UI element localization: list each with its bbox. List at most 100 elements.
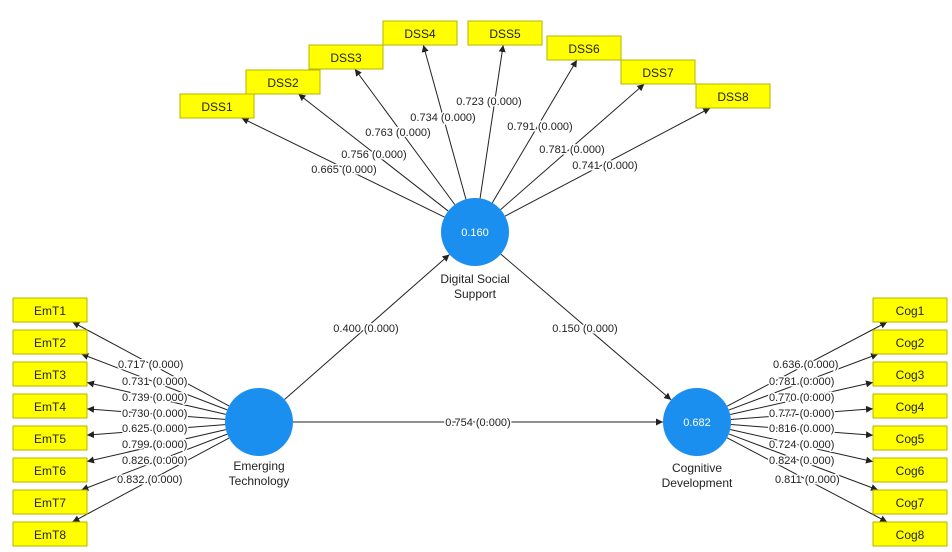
indicator-box-emt7[interactable]: EmT7: [12, 489, 88, 515]
indicator-box-dss3[interactable]: DSS3: [308, 44, 384, 70]
indicator-label: EmT4: [34, 400, 66, 414]
latent-name: Emerging: [233, 459, 284, 473]
indicator-label: DSS7: [642, 66, 674, 80]
indicator-box-cog1[interactable]: Cog1: [872, 297, 948, 323]
loading-edge-dss8: [504, 107, 711, 217]
latent-name: Cognitive: [672, 461, 722, 475]
loading-edge-cog5: [730, 424, 874, 439]
indicator-label: DSS1: [201, 100, 233, 114]
indicator-label: Cog8: [896, 528, 925, 542]
indicator-box-dss4[interactable]: DSS4: [382, 20, 458, 46]
loading-value: 0.717 (0.000): [118, 359, 183, 371]
loading-edge-cog6: [730, 428, 874, 464]
loading-value: 0.824 (0.000): [769, 455, 834, 467]
latent-circle[interactable]: [225, 388, 293, 456]
indicator-box-emt3[interactable]: EmT3: [12, 361, 88, 387]
loading-edge-emt8: [72, 437, 230, 523]
indicator-label: EmT8: [34, 528, 66, 542]
indicator-label: DSS3: [330, 51, 362, 65]
loading-value: 0.665 (0.000): [311, 164, 376, 176]
loading-value: 0.734 (0.000): [410, 112, 475, 124]
loading-edge-dss4: [421, 44, 467, 200]
indicator-box-dss8[interactable]: DSS8: [695, 83, 771, 109]
indicator-box-emt8[interactable]: EmT8: [12, 521, 88, 547]
indicator-label: DSS4: [404, 27, 436, 41]
loading-edge-emt7: [81, 433, 228, 491]
r-squared-value: 0.682: [683, 417, 711, 429]
loading-value: 0.739 (0.000): [122, 392, 187, 404]
indicator-label: Cog4: [896, 400, 925, 414]
indicator-box-dss1[interactable]: DSS1: [179, 93, 255, 119]
loading-edge-dss2: [298, 93, 449, 212]
latent-name: Digital Social: [440, 272, 509, 286]
indicator-label: Cog5: [896, 432, 925, 446]
indicator-box-dss2[interactable]: DSS2: [245, 69, 321, 95]
loading-value: 0.816 (0.000): [769, 423, 834, 435]
path-edge-dss-cog: [500, 253, 672, 401]
latent-name: Technology: [229, 474, 290, 488]
indicator-box-emt4[interactable]: EmT4: [12, 393, 88, 419]
loading-value: 0.781 (0.000): [769, 376, 834, 388]
indicator-label: EmT2: [34, 336, 66, 350]
loading-value: 0.625 (0.000): [122, 423, 187, 435]
loading-edge-cog2: [728, 353, 879, 411]
loading-edge-cog7: [728, 433, 879, 491]
loading-edge-emt3: [86, 380, 226, 415]
loading-value: 0.724 (0.000): [769, 439, 834, 451]
loading-edge-cog3: [730, 380, 874, 416]
indicator-label: Cog1: [896, 304, 925, 318]
indicator-box-dss6[interactable]: DSS6: [546, 35, 622, 61]
loading-edge-cog8: [726, 437, 888, 523]
indicator-label: EmT3: [34, 368, 66, 382]
loading-value: 0.731 (0.000): [122, 376, 187, 388]
r-squared-value: 0.160: [461, 227, 489, 239]
loading-value: 0.723 (0.000): [456, 96, 521, 108]
loading-value: 0.781 (0.000): [539, 144, 604, 156]
indicator-box-cog6[interactable]: Cog6: [872, 457, 948, 483]
indicator-label: Cog3: [896, 368, 925, 382]
indicator-label: Cog2: [896, 336, 925, 350]
loading-value: 0.730 (0.000): [122, 408, 187, 420]
loading-value: 0.756 (0.000): [341, 149, 406, 161]
loading-edge-dss7: [500, 83, 645, 210]
loading-value: 0.832 (0.000): [117, 474, 182, 486]
loading-edge-emt2: [81, 353, 228, 411]
indicator-label: EmT1: [34, 304, 66, 318]
indicator-box-emt1[interactable]: EmT1: [12, 297, 88, 323]
indicator-box-cog7[interactable]: Cog7: [872, 489, 948, 515]
indicator-box-cog4[interactable]: Cog4: [872, 393, 948, 419]
loading-value: 0.811 (0.000): [775, 474, 840, 486]
path-coefficient: 0.754 (0.000): [445, 417, 510, 429]
indicator-box-cog3[interactable]: Cog3: [872, 361, 948, 387]
latent-name: Development: [662, 476, 733, 490]
indicator-box-cog5[interactable]: Cog5: [872, 425, 948, 451]
indicator-box-cog8[interactable]: Cog8: [872, 521, 948, 547]
loading-value: 0.763 (0.000): [365, 127, 430, 139]
path-coefficient: 0.150 (0.000): [552, 323, 617, 335]
latent-circle[interactable]: [441, 198, 509, 266]
indicator-box-emt6[interactable]: EmT6: [12, 457, 88, 483]
indicator-box-emt2[interactable]: EmT2: [12, 329, 88, 355]
loading-value: 0.826 (0.000): [122, 455, 187, 467]
loading-value: 0.741 (0.000): [572, 160, 637, 172]
loading-edge-cog4: [730, 405, 874, 420]
loading-value: 0.770 (0.000): [769, 392, 834, 404]
indicator-box-emt5[interactable]: EmT5: [12, 425, 88, 451]
indicator-box-dss5[interactable]: DSS5: [467, 20, 543, 46]
indicator-label: DSS5: [489, 27, 521, 41]
indicator-label: EmT6: [34, 464, 66, 478]
indicator-label: EmT7: [34, 496, 66, 510]
loading-edge-emt5: [86, 424, 226, 439]
loading-value: 0.791 (0.000): [507, 121, 572, 133]
loading-edge-emt6: [86, 429, 226, 464]
loading-edge-emt4: [86, 405, 226, 420]
loading-value: 0.799 (0.000): [122, 439, 187, 451]
indicator-box-cog2[interactable]: Cog2: [872, 329, 948, 355]
path-edge-emt-dss: [284, 254, 450, 400]
path-coefficient: 0.400 (0.000): [333, 323, 398, 335]
latent-circle[interactable]: [663, 388, 731, 456]
indicator-box-dss7[interactable]: DSS7: [620, 59, 696, 85]
